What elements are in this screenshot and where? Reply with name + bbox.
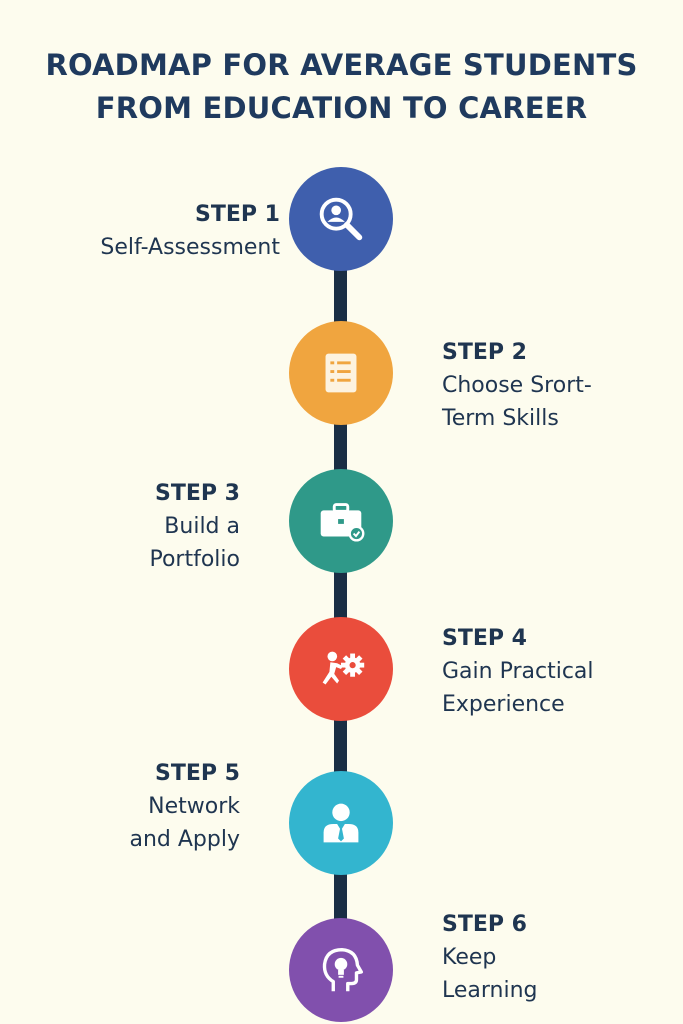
step-6-label: STEP 6 bbox=[442, 912, 527, 937]
step-5-name-line-1: Network bbox=[148, 794, 240, 819]
step-6-circle bbox=[289, 918, 393, 1022]
step-1-circle bbox=[289, 167, 393, 271]
step-1-name-line-1: Self-Assessment bbox=[100, 235, 280, 260]
step-2-text: STEP 2 Choose Srort- Term Skills bbox=[442, 336, 592, 435]
step-2-name-line-2: Term Skills bbox=[442, 406, 559, 431]
step-4-label: STEP 4 bbox=[442, 626, 527, 651]
step-4-name-line-1: Gain Practical bbox=[442, 659, 594, 684]
step-3-label: STEP 3 bbox=[155, 481, 240, 506]
head-lightbulb-icon bbox=[322, 948, 363, 992]
page-title: ROADMAP FOR AVERAGE STUDENTS FROM EDUCAT… bbox=[0, 44, 683, 130]
businessperson-icon bbox=[323, 803, 359, 843]
step-3-circle bbox=[289, 469, 393, 573]
step-4-text: STEP 4 Gain Practical Experience bbox=[442, 622, 594, 721]
step-2-circle bbox=[289, 321, 393, 425]
step-5-text: STEP 5 Network and Apply bbox=[130, 757, 241, 856]
step-2-name-line-1: Choose Srort- bbox=[442, 373, 592, 398]
title-line-2: FROM EDUCATION TO CAREER bbox=[95, 91, 588, 125]
step-6-name-line-1: Keep bbox=[442, 945, 497, 970]
person-pushing-gear-icon bbox=[322, 651, 365, 685]
step-6-text: STEP 6 Keep Learning bbox=[442, 908, 538, 1007]
step-5-label: STEP 5 bbox=[155, 761, 240, 786]
step-4-name-line-2: Experience bbox=[442, 692, 565, 717]
step-5-circle bbox=[289, 771, 393, 875]
step-2-label: STEP 2 bbox=[442, 340, 527, 365]
step-3-name-line-1: Build a bbox=[164, 514, 240, 539]
magnifier-person-icon bbox=[319, 197, 363, 241]
step-4-circle bbox=[289, 617, 393, 721]
step-5-name-line-2: and Apply bbox=[129, 827, 241, 852]
step-3-text: STEP 3 Build a Portfolio bbox=[149, 477, 240, 576]
step-3-name-line-2: Portfolio bbox=[149, 547, 240, 572]
briefcase-icon bbox=[320, 503, 365, 542]
checklist-icon bbox=[325, 353, 357, 393]
step-1-text: STEP 1 Self-Assessment bbox=[100, 198, 280, 264]
title-line-1: ROADMAP FOR AVERAGE STUDENTS bbox=[45, 48, 638, 82]
step-1-label: STEP 1 bbox=[195, 202, 280, 227]
step-6-name-line-2: Learning bbox=[442, 978, 538, 1003]
